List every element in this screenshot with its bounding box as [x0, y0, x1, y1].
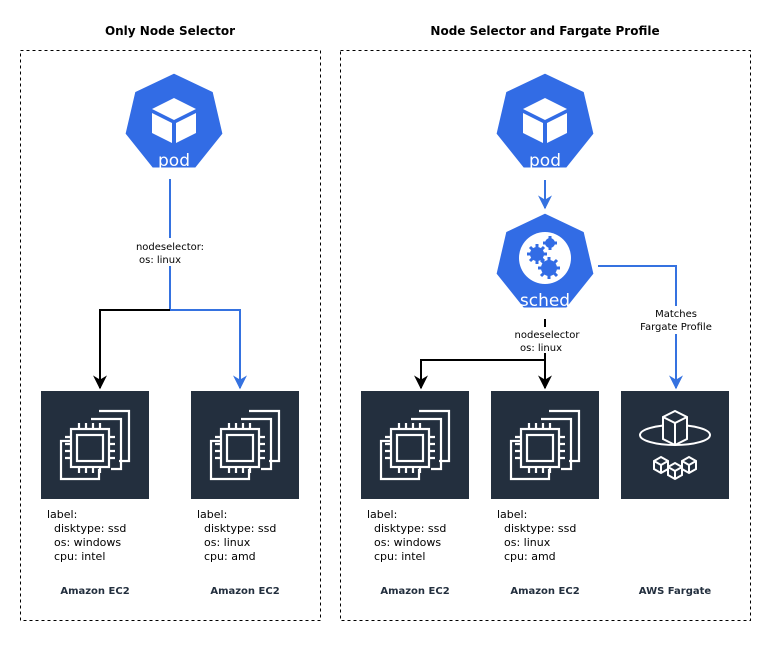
fargate-icon — [620, 390, 730, 500]
edge-label-matches: Matches — [655, 309, 697, 320]
title-right: Node Selector and Fargate Profile — [430, 24, 659, 38]
title-left: Only Node Selector — [105, 24, 235, 38]
node-label-line: label: — [367, 508, 397, 521]
fargate-caption: AWS Fargate — [639, 586, 712, 597]
left-ec2-node-2[interactable] — [189, 389, 301, 501]
right-pod-node[interactable]: pod — [493, 70, 597, 171]
node-caption: Amazon EC2 — [510, 586, 579, 597]
edge-label-fargate-profile: Fargate Profile — [640, 322, 712, 333]
edge-label-os: os: linux — [139, 255, 181, 266]
sched-badge — [519, 232, 571, 284]
pod-label: pod — [529, 151, 561, 171]
node-label-line: label: — [497, 508, 527, 521]
node-label-line: disktype: ssd — [504, 522, 576, 535]
edge-label-os: os: linux — [520, 343, 562, 354]
node-caption: Amazon EC2 — [210, 586, 279, 597]
edge-to-right-ec2-windows — [414, 359, 545, 390]
ec2-instance-icon — [489, 389, 601, 501]
ec2-instance-icon — [39, 389, 151, 501]
gear-teeth — [527, 236, 560, 279]
node-caption: Amazon EC2 — [380, 586, 449, 597]
edge-to-ec2-linux — [170, 309, 247, 390]
edge-label-bg — [508, 327, 584, 353]
node-label-line: cpu: intel — [374, 550, 425, 563]
node-label-line: cpu: amd — [204, 550, 256, 563]
group-left — [20, 50, 321, 621]
node-label-line: os: windows — [374, 536, 441, 549]
right-node-1-labels: label: disktype: ssd os: windows cpu: in… — [367, 508, 450, 597]
edge-label-bg — [632, 306, 720, 334]
group-right — [340, 50, 751, 621]
node-label-line: os: windows — [54, 536, 121, 549]
node-label-line: os: linux — [504, 536, 551, 549]
right-ec2-node-2[interactable] — [489, 389, 601, 501]
fargate-node[interactable] — [620, 390, 730, 500]
left-node-1-labels: label: disktype: ssd os: windows cpu: in… — [47, 508, 130, 597]
node-label-line: label: — [47, 508, 77, 521]
left-pod-node[interactable]: pod — [122, 70, 226, 171]
sched-label: sched — [520, 291, 570, 311]
pod-label: pod — [158, 151, 190, 171]
left-node-2-labels: label: disktype: ssd os: linux cpu: amd … — [197, 508, 280, 597]
node-label-line: disktype: ssd — [374, 522, 446, 535]
edge-to-ec2-windows — [93, 309, 170, 390]
ec2-instance-icon — [359, 389, 471, 501]
right-ec2-node-1[interactable] — [359, 389, 471, 501]
ec2-instance-icon — [189, 389, 301, 501]
scheduler-node[interactable]: sched — [493, 210, 597, 311]
cube-icon — [523, 98, 567, 143]
node-caption: Amazon EC2 — [60, 586, 129, 597]
node-label-line: disktype: ssd — [54, 522, 126, 535]
right-node-2-labels: label: disktype: ssd os: linux cpu: amd … — [497, 508, 580, 597]
left-ec2-node-1[interactable] — [39, 389, 151, 501]
cube-icon — [152, 98, 196, 143]
node-label-line: cpu: intel — [54, 550, 105, 563]
edge-label-bg — [130, 238, 210, 266]
node-label-line: label: — [197, 508, 227, 521]
edge-sched-to-fargate — [598, 265, 683, 390]
node-label-line: cpu: amd — [504, 550, 556, 563]
node-label-line: disktype: ssd — [204, 522, 276, 535]
edge-label-nodeselector: nodeselector: — [136, 242, 204, 253]
node-label-line: os: linux — [204, 536, 251, 549]
edge-label-nodeselector: nodeselector — [515, 330, 581, 341]
